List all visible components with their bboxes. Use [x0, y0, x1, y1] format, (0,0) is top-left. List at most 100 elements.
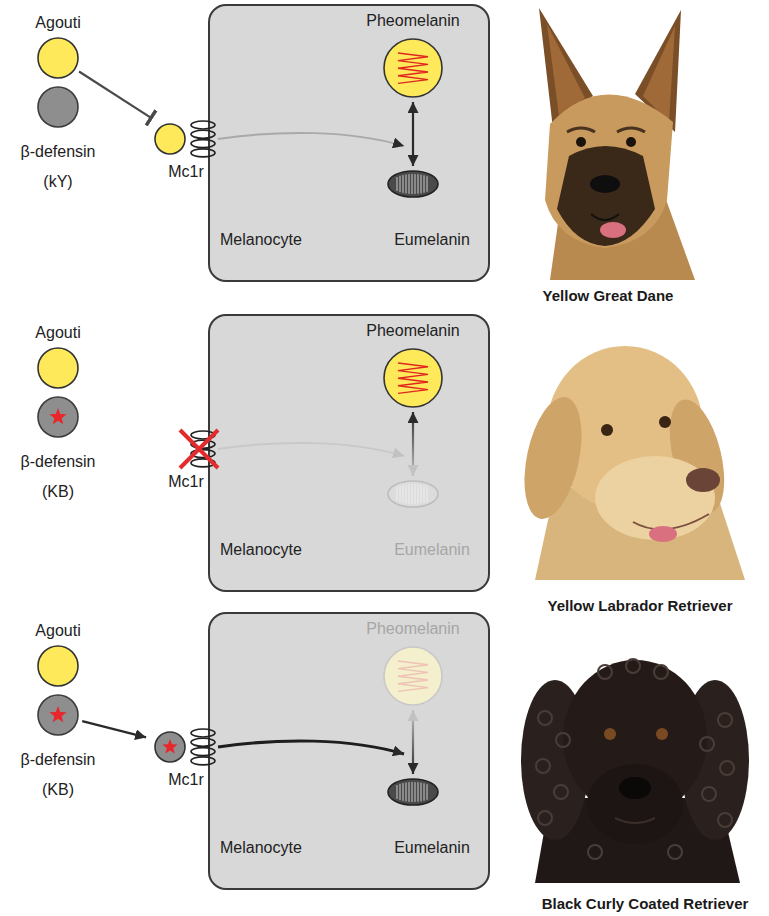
pheomelanin-granule-label: Pheomelanin — [366, 321, 459, 340]
granule-stripe — [406, 485, 407, 504]
agouti-ligand: Agouti — [37, 347, 79, 389]
mc1r-receptor: Mc1r — [150, 120, 218, 158]
dog-head — [545, 94, 673, 248]
granule-ellipse — [388, 171, 438, 197]
granule-stripe — [409, 174, 410, 194]
dog-caption: Yellow Labrador Retriever — [547, 596, 732, 615]
eumelanin-granule-shape — [387, 170, 439, 198]
beta-defensin-ligand-label: β-defensin — [20, 142, 95, 161]
granule-circle — [38, 348, 78, 388]
dog-brow — [567, 128, 595, 132]
dog-nose — [590, 175, 620, 193]
dog-mouth — [633, 514, 709, 529]
beta-defensin-ligand-label: (KB) — [42, 780, 74, 799]
beta-defensin-ligand-label: (kY) — [43, 172, 72, 191]
dog-eye — [601, 424, 613, 436]
mutation-star — [49, 408, 66, 424]
beta-defensin-ligand-shape — [37, 694, 79, 736]
granule-stripe — [415, 484, 416, 504]
dog-head — [563, 660, 707, 816]
bound-ligand — [155, 732, 185, 762]
pigment-zigzag — [398, 53, 428, 83]
granule-stripe — [409, 782, 410, 802]
mc1r-receptor-shape — [150, 120, 218, 158]
granule-stripe — [415, 782, 416, 802]
dog-caption: Yellow Great Dane — [543, 286, 674, 305]
agouti-ligand-shape — [37, 347, 79, 389]
agouti-ligand-label: Agouti — [35, 323, 80, 342]
beta-defensin-ligand-label: β-defensin — [20, 452, 95, 471]
agouti-ligand-shape — [37, 37, 79, 79]
agouti-ligand: Agouti — [37, 645, 79, 687]
bound-ligand — [155, 124, 185, 154]
pheomelanin-granule: Pheomelanin — [383, 646, 443, 706]
pheomelanin-granule-label: Pheomelanin — [366, 619, 459, 638]
granule-stripe — [397, 785, 398, 799]
melanocyte-cell: MelanocytePheomelaninEumelanin — [208, 4, 490, 282]
dog-eye — [576, 137, 586, 147]
dog-nose — [686, 468, 720, 492]
eumelanin-granule: Eumelanin — [387, 480, 439, 508]
agouti-ligand-shape — [37, 645, 79, 687]
granule-ellipse — [388, 481, 438, 507]
granule-circle — [384, 349, 442, 407]
granule-stripe — [418, 484, 419, 503]
granule-stripe — [427, 784, 428, 800]
granule-stripe — [403, 783, 404, 801]
granule-circle — [38, 397, 78, 437]
granule-stripe — [421, 783, 422, 802]
great-dane-illustration — [539, 8, 695, 280]
agouti-ligand-label: Agouti — [35, 621, 80, 640]
granule-stripe — [421, 175, 422, 194]
beta-defensin-ligand: β-defensin(KB) — [37, 694, 79, 736]
granule-stripe — [424, 175, 425, 192]
granule-circle — [38, 646, 78, 686]
granule-stripe — [424, 783, 425, 800]
beta-defensin-ligand-shape — [37, 86, 79, 128]
granule-circle — [384, 39, 442, 97]
beta-defensin-ligand: β-defensin(KB) — [37, 396, 79, 438]
dog-mouth — [615, 818, 655, 823]
granule-stripe — [424, 485, 425, 502]
granule-stripe — [415, 174, 416, 194]
granule-ellipse — [388, 779, 438, 805]
eumelanin-granule-shape — [387, 778, 439, 806]
dog-tongue — [600, 222, 626, 238]
eumelanin-granule-label: Eumelanin — [394, 838, 470, 857]
beta-defensin-ligand: β-defensin(kY) — [37, 86, 79, 128]
granule-stripe — [412, 484, 413, 504]
pheomelanin-granule: Pheomelanin — [383, 348, 443, 408]
granule-stripe — [412, 782, 413, 802]
granule-circle — [384, 647, 442, 705]
dog-eye — [604, 728, 616, 740]
mutation-star — [162, 739, 177, 753]
eumelanin-granule: Eumelanin — [387, 778, 439, 806]
pigment-zigzag — [398, 661, 428, 691]
mc1r-receptor: Mc1r — [150, 728, 218, 766]
granule-circle — [38, 695, 78, 735]
granule-stripe — [409, 484, 410, 504]
dog-caption: Black Curly Coated Retriever — [542, 894, 749, 913]
labrador-illustration — [515, 346, 745, 580]
beta-defensin-ligand-label: β-defensin — [20, 750, 95, 769]
agouti-ligand-label: Agouti — [35, 13, 80, 32]
pigment-zigzag — [398, 363, 428, 393]
granule-stripe — [427, 176, 428, 192]
pheomelanin-granule-shape — [383, 38, 443, 98]
agouti-ligand: Agouti — [37, 37, 79, 79]
melanocyte-cell: MelanocytePheomelaninEumelanin — [208, 612, 490, 890]
granule-stripe — [421, 485, 422, 504]
mc1r-receptor: Mc1r — [150, 430, 218, 468]
granule-stripe — [412, 174, 413, 194]
granule-stripe — [403, 175, 404, 193]
granule-circle — [38, 87, 78, 127]
mc1r-receptor-label: Mc1r — [168, 162, 204, 181]
dog-eye — [659, 416, 671, 428]
dog-nose — [619, 777, 651, 799]
dog-tongue — [649, 526, 677, 542]
granule-stripe — [397, 177, 398, 191]
eumelanin-granule: Eumelanin — [387, 170, 439, 198]
dog-brow — [617, 128, 645, 132]
